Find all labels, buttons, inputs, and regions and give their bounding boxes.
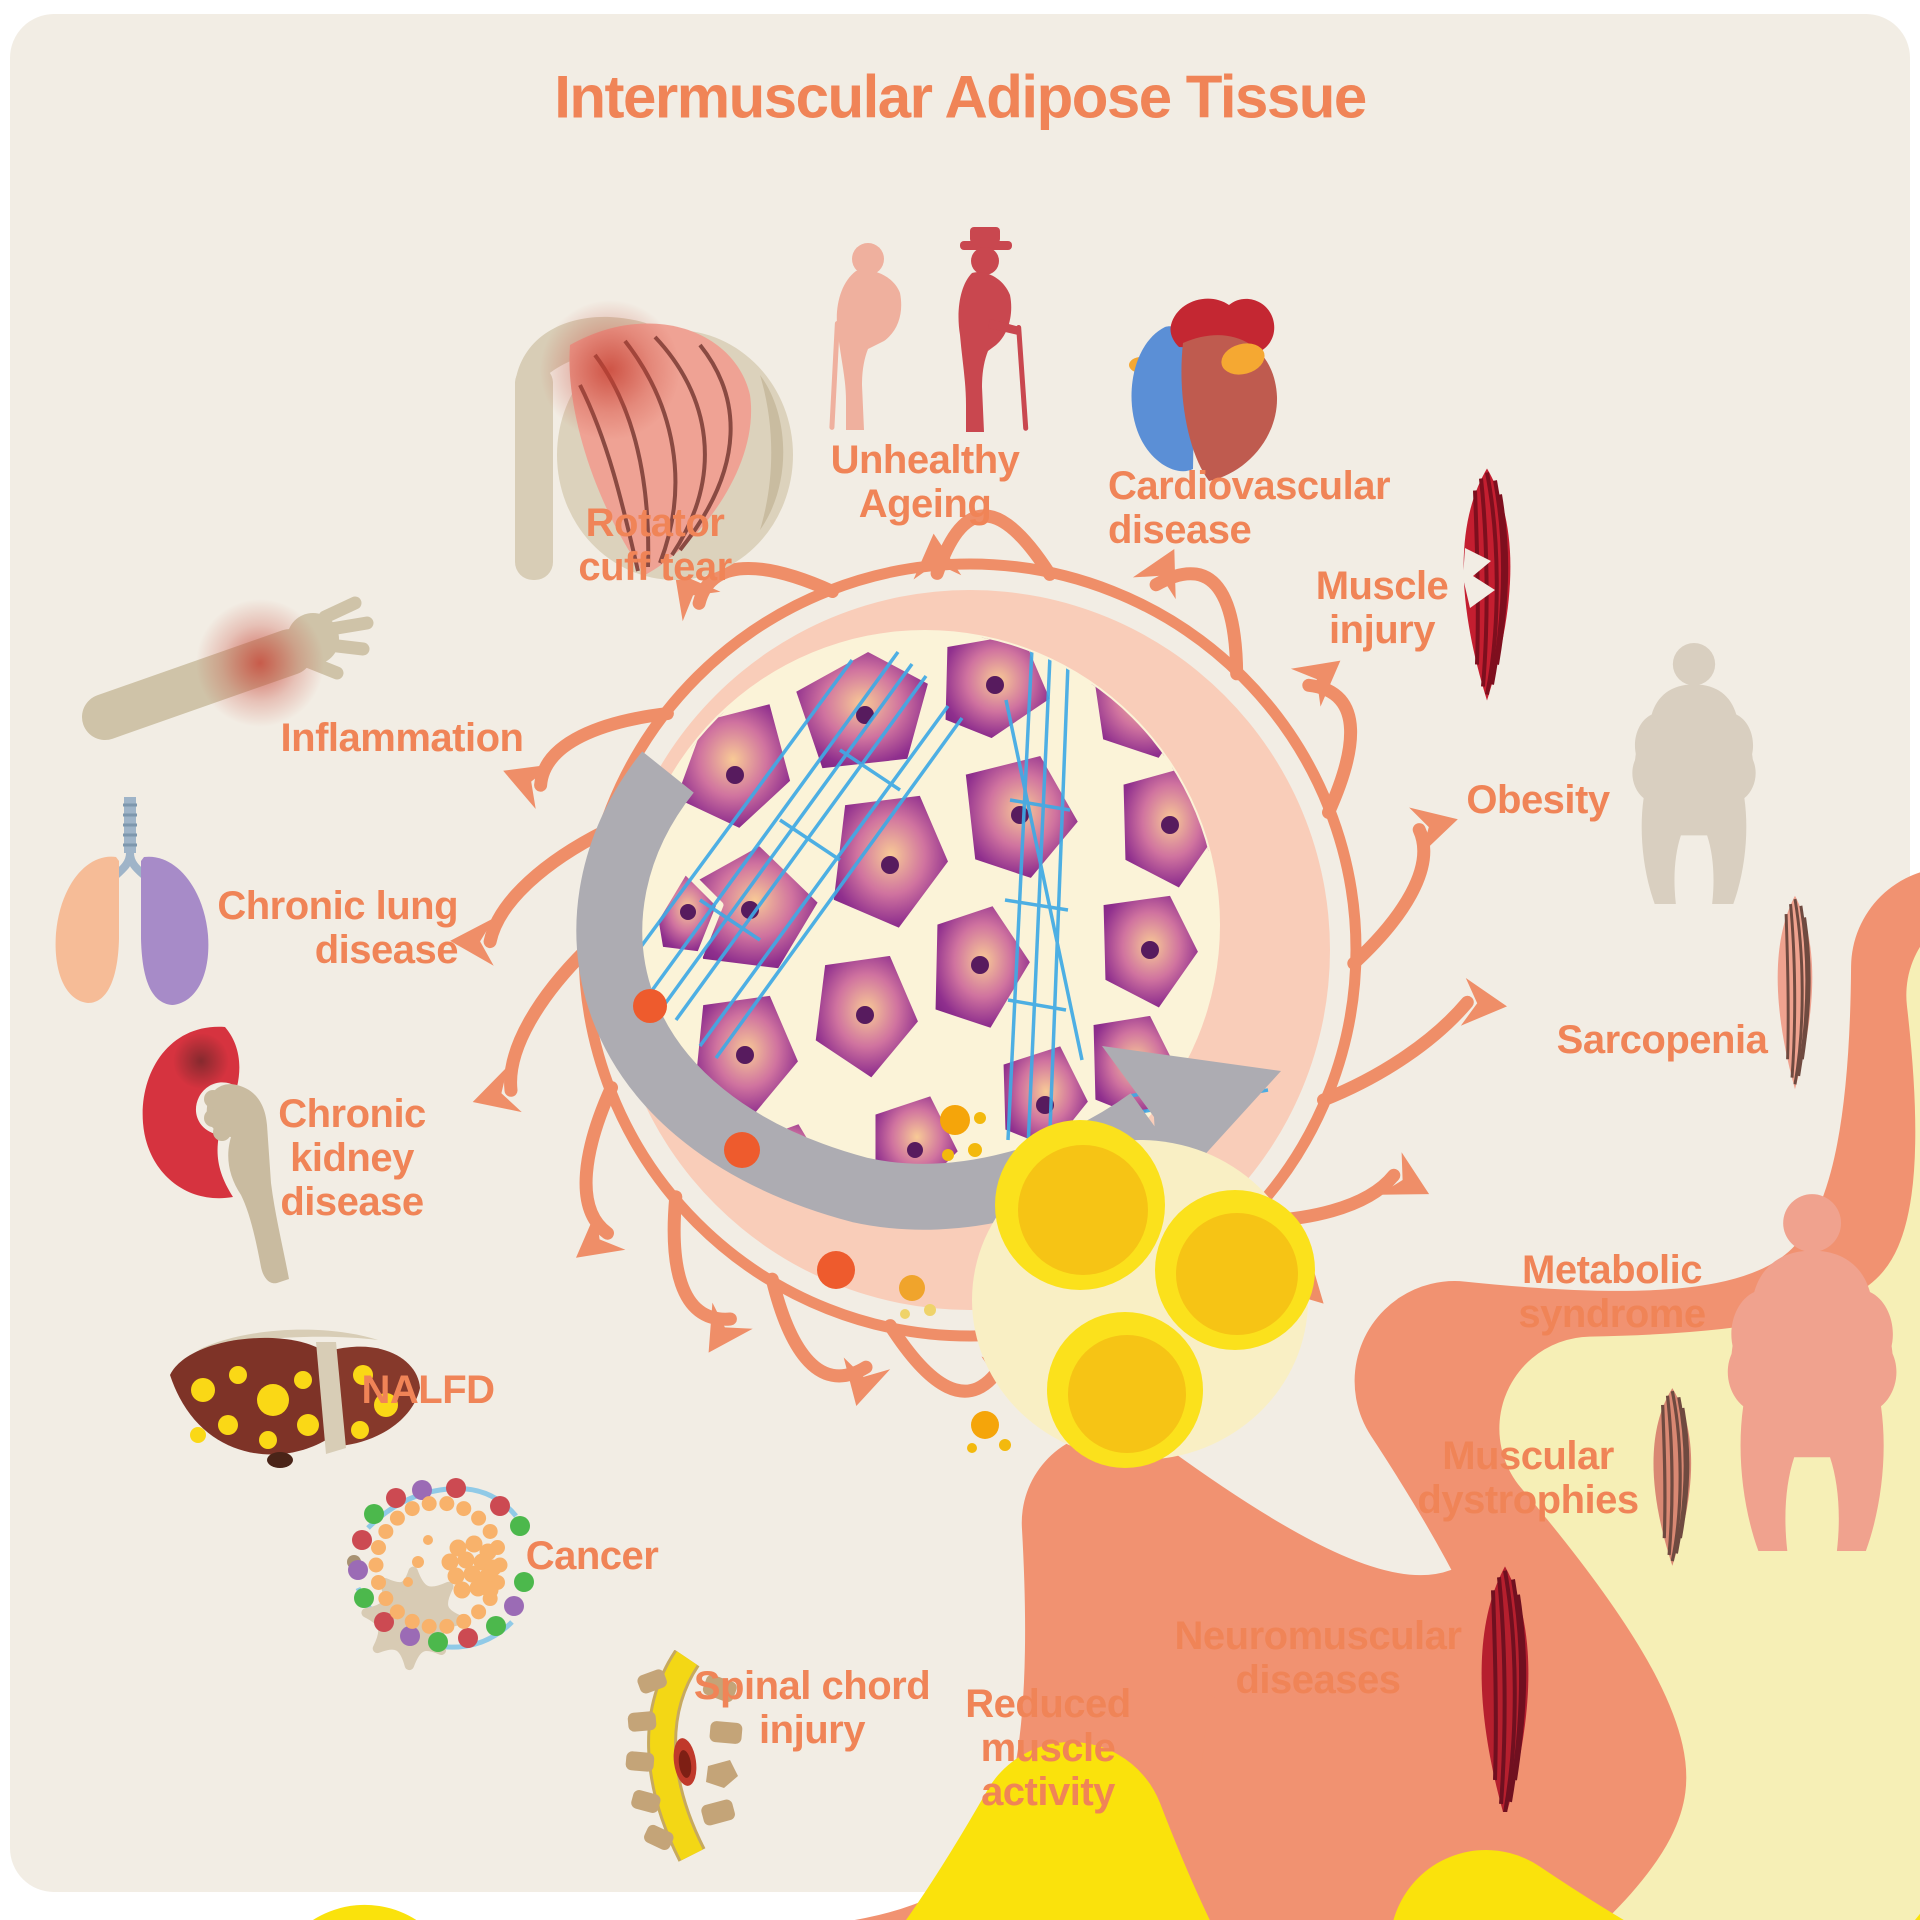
- label-spinal-chord-injury: Spinal chord injury: [693, 1664, 931, 1752]
- label-chronic-kidney-disease: Chronic kidney disease: [278, 1092, 426, 1224]
- label-reduced-muscle-activity: Reduced muscle activity: [965, 1682, 1131, 1814]
- inflamed-arm-icon: [82, 596, 374, 740]
- cell-nuclei: [680, 676, 1179, 1171]
- rotator-cuff-icon: [515, 300, 793, 580]
- fatty-liver-icon: [170, 1329, 420, 1468]
- elderly-couple-icon: [829, 227, 1029, 432]
- dystrophic-muscle-icon: [1653, 1388, 1692, 1566]
- label-metabolic-syndrome: Metabolic syndrome: [1518, 1248, 1706, 1336]
- lungs-icon: [55, 797, 209, 1005]
- adipocytes: [995, 1120, 1315, 1468]
- tumor-cells-icon: [347, 1478, 534, 1675]
- torn-muscle-icon: [1463, 468, 1511, 701]
- label-nalfd: NALFD: [361, 1368, 495, 1412]
- page-title: Intermuscular Adipose Tissue: [554, 63, 1367, 131]
- label-obesity: Obesity: [1466, 778, 1610, 822]
- dark-muscle-icon: [1481, 1566, 1529, 1812]
- obese-body-icon: [1632, 643, 1756, 904]
- label-chronic-lung-disease: Chronic lung disease: [217, 884, 458, 972]
- label-neuromuscular-diseases: Neuromuscular diseases: [1174, 1614, 1462, 1702]
- label-rotator-cuff-tear: Rotator cuff tear: [578, 501, 732, 589]
- atrophied-muscle-icon: [1777, 895, 1813, 1090]
- label-cardiovascular-disease: Cardiovascular disease: [1108, 464, 1391, 552]
- label-muscle-injury: Muscle injury: [1315, 564, 1449, 652]
- label-sarcopenia: Sarcopenia: [1556, 1018, 1768, 1062]
- fibro-adipogenic-progenitor-cells: [0, 658, 1920, 1920]
- label-unhealthy-ageing: Unhealthy Ageing: [830, 438, 1020, 526]
- kidney-icon: [142, 1026, 289, 1284]
- label-muscular-dystrophies: Muscular dystrophies: [1417, 1434, 1639, 1522]
- resting-muscle-icon: [925, 1805, 1185, 1905]
- label-cancer: Cancer: [525, 1534, 659, 1578]
- spine-icon: [625, 1650, 743, 1862]
- adipogenic-cells: [0, 606, 1920, 1920]
- overweight-body-icon: [1727, 1194, 1897, 1551]
- heart-icon: [1129, 298, 1278, 481]
- muscle-cells: [638, 632, 1218, 1209]
- label-inflammation: Inflammation: [280, 716, 524, 760]
- radiating-arrows: [450, 509, 1507, 1422]
